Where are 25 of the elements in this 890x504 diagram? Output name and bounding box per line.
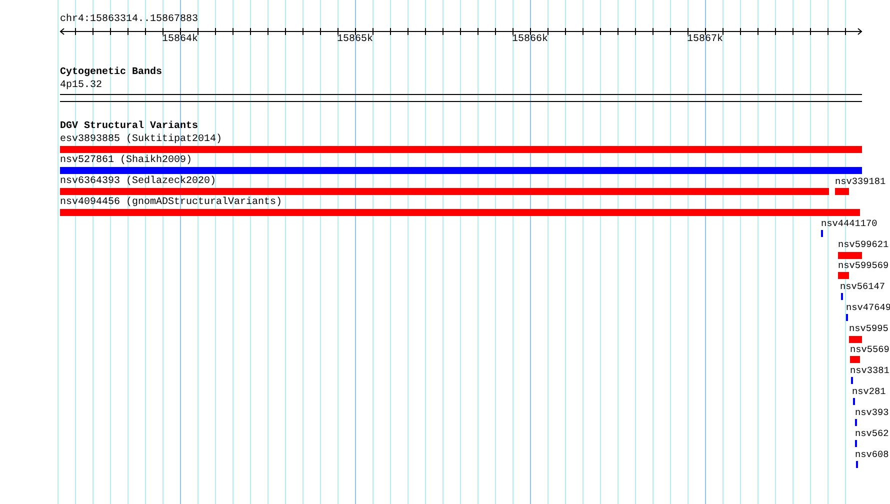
variant-label: nsv3381: [850, 365, 890, 377]
variant-label: nsv47649: [846, 302, 890, 314]
tick-label: 15865k: [337, 34, 373, 46]
variant-label: nsv339181: [835, 176, 886, 188]
variant-label: nsv599621: [838, 239, 889, 251]
variant-label: nsv608: [855, 449, 889, 461]
variant-label: nsv5995: [849, 323, 888, 335]
variant-label: nsv527861 (Shaikh2009): [60, 155, 192, 167]
tick-label: 15867k: [687, 34, 723, 46]
tick-label: 15864k: [162, 34, 198, 46]
variant-label: nsv4094456 (gnomADStructuralVariants): [60, 197, 282, 209]
variant-label: nsv6364393 (Sedlazeck2020): [60, 176, 216, 188]
locus-label: chr4:15863314..15867883: [60, 14, 198, 26]
track-title: DGV Structural Variants: [60, 121, 198, 133]
tick-label: 15866k: [512, 34, 548, 46]
variant-label: nsv562: [855, 428, 889, 440]
variant-label: esv3893885 (Suktitipat2014): [60, 134, 222, 146]
variant-label: nsv5569: [850, 344, 890, 356]
track-title: Cytogenetic Bands: [60, 67, 162, 79]
variant-label: nsv281: [852, 386, 886, 398]
variant-label: nsv56147: [840, 281, 886, 293]
variant-label: nsv4441170: [821, 218, 878, 230]
variant-label: nsv599569: [838, 260, 889, 272]
variant-label: nsv393: [855, 407, 889, 419]
band-label: 4p15.32: [60, 80, 102, 92]
